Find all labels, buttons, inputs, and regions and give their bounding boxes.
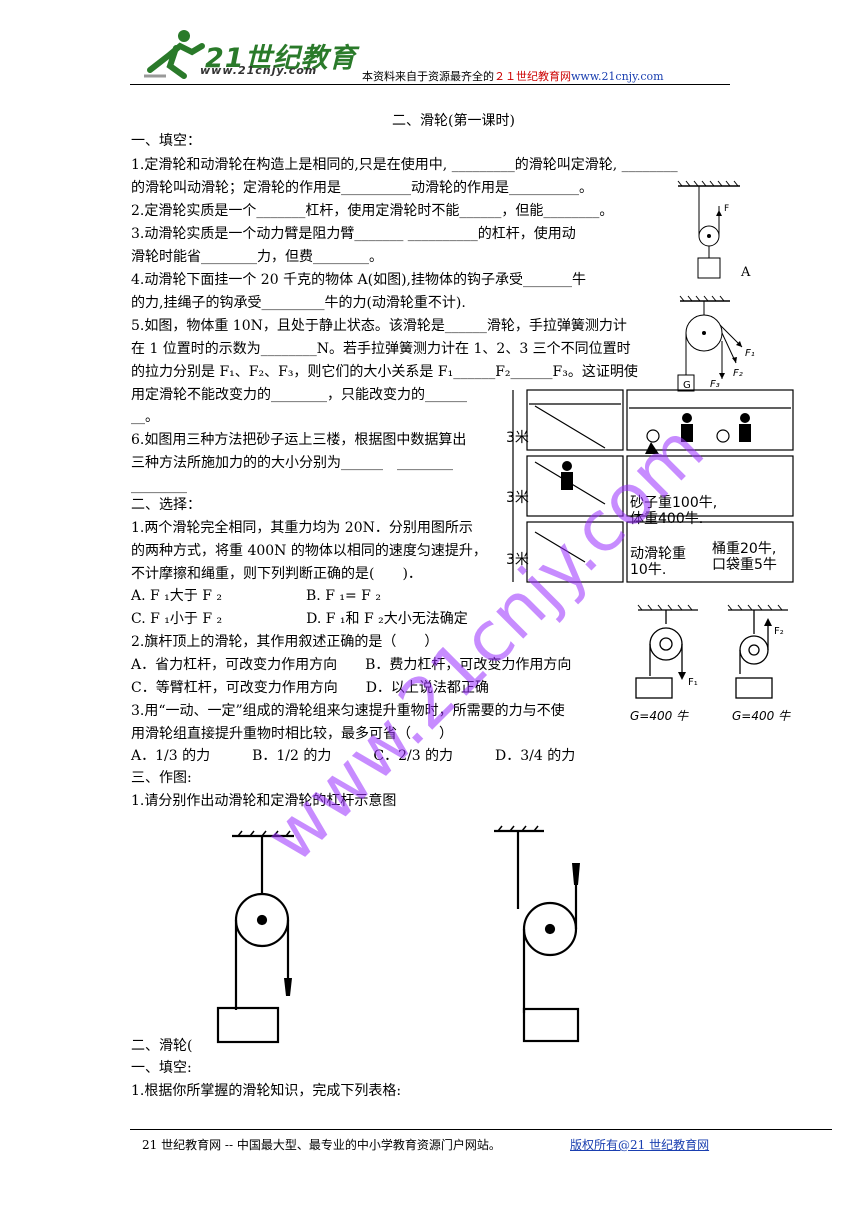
header-prefix: 本资料来自于资源最齐全的 bbox=[362, 70, 494, 83]
movable-pulley-a-diagram bbox=[677, 180, 740, 279]
text-line: 的两种方式，将重 400N 的物体以相同的速度匀速提升， bbox=[131, 543, 487, 559]
text-line: 不计摩擦和绳重，则下列判断正确的是( )． bbox=[131, 566, 422, 582]
bag-weight-label: 口袋重5牛 bbox=[712, 557, 777, 573]
weight-g-label: G bbox=[683, 380, 691, 391]
text-line: 滑轮时能省________力，但费________。 bbox=[131, 249, 383, 265]
text-line: 的滑轮叫动滑轮；定滑轮的作用是__________动滑轮的作用是________… bbox=[131, 180, 593, 196]
text-line: 的拉力分别是 F₁、F₂、F₃，则它们的大小关系是 F₁______F₂____… bbox=[131, 364, 638, 380]
text-line: 的力,挂绳子的钩承受_________牛的力(动滑轮重不计). bbox=[131, 295, 466, 311]
option-line: A．1/3 的力 B．1/2 的力 C．2/3 的力 D．3/4 的力 bbox=[131, 748, 576, 764]
text-line: 6.如图用三种方法把砂子运上三楼，根据图中数据算出 bbox=[131, 432, 467, 448]
footer-text: 21 世纪教育网 -- 中国最大型、最专业的中小学教育资源门户网站。 bbox=[142, 1138, 501, 1152]
three-methods-diagram bbox=[512, 389, 794, 583]
text-line: 2.定滑轮实质是一个_______杠杆，使用定滑轮时不能______，但能___… bbox=[131, 203, 614, 219]
text-line: 3.用“一动、一定”组成的滑轮组来匀速提升重物时，所需要的力与不使 bbox=[131, 703, 565, 719]
text-line: 1.定滑轮和动滑轮在构造上是相同的,只是在使用中, _________的滑轮叫定… bbox=[131, 157, 678, 173]
bucket-weight-label: 桶重20牛, bbox=[712, 541, 777, 557]
section-heading: 一、填空: bbox=[131, 1060, 192, 1076]
force-f1-label: F₁ bbox=[688, 677, 698, 688]
movable-pulley-drawing bbox=[216, 830, 294, 1044]
floor-height-label: 3米 bbox=[506, 430, 529, 446]
force-f2-label: F₂ bbox=[774, 626, 784, 637]
force-f1-label: F₁ bbox=[745, 348, 755, 359]
option-line: A. F ₁大于 F ₂ B. F ₁= F ₂ bbox=[131, 588, 381, 604]
pulley-weight-label: 动滑轮重 bbox=[630, 546, 686, 562]
option-line: A．省力杠杆，可改变力作用方向 B．费力杠杆，可改变力作用方向 bbox=[131, 657, 572, 673]
footer-divider bbox=[130, 1129, 832, 1130]
text-line: 用滑轮组直接提升重物时相比较，最多可省（ ） bbox=[131, 726, 453, 742]
text-line: 用定滑轮不能改变力的________，只能改变力的______ bbox=[131, 387, 467, 403]
text-line: 4.动滑轮下面挂一个 20 千克的物体 A(如图),挂物体的钩子承受______… bbox=[131, 272, 587, 288]
option-line: C. F ₁小于 F ₂ D. F ₁和 F ₂大小无法确定 bbox=[131, 611, 468, 627]
fixed-pulley-drawing bbox=[494, 825, 580, 1043]
logo-url-text: www.21cnjy.com bbox=[200, 64, 318, 77]
header-url-link[interactable]: www.21cnjy.com bbox=[571, 70, 664, 83]
pulley-weight-value: 10牛. bbox=[630, 562, 667, 578]
logo-main-text: 21世纪教育 bbox=[205, 43, 357, 74]
section-heading: 二、滑轮( bbox=[131, 1038, 193, 1054]
object-a-label: A bbox=[741, 265, 751, 280]
two-pulley-ways-diagram bbox=[635, 604, 788, 699]
force-f3-label: F₃ bbox=[710, 379, 720, 390]
text-line: 2.旗杆顶上的滑轮，其作用叙述正确的是（ ） bbox=[131, 634, 439, 650]
fixed-pulley-forces-diagram bbox=[677, 295, 743, 392]
text-line: 1.两个滑轮完全相同，其重力均为 20N．分别用图所示 bbox=[131, 520, 473, 536]
text-line: 1.根据你所掌握的滑轮知识，完成下列表格: bbox=[131, 1083, 402, 1099]
text-line: 3.动滑轮实质是一个动力臂是阻力臂_______ __________的杠杆，使… bbox=[131, 226, 576, 242]
text-line: 三种方法所施加力的的大小分别为______ ________ bbox=[131, 455, 453, 471]
sand-weight-label: 砂子重100牛, bbox=[630, 495, 718, 511]
option-line: C．等臂杠杆，可改变力作用方向 D．以上说法都正确 bbox=[131, 680, 489, 696]
text-line: ________ bbox=[131, 478, 187, 494]
page-title: 二、滑轮(第一课时) bbox=[392, 113, 515, 129]
section-heading: 三、作图: bbox=[131, 770, 192, 786]
weight-g2-label: G=400 牛 bbox=[732, 709, 791, 723]
runner-logo-icon bbox=[144, 30, 205, 79]
header-brand[interactable]: ２１世纪教育网 bbox=[494, 70, 571, 83]
floor-height-label: 3米 bbox=[506, 552, 529, 568]
header-text: 本资料来自于资源最齐全的２１世纪教育网www.21cnjy.com bbox=[362, 68, 664, 84]
body-weight-label: 体重400牛. bbox=[630, 511, 704, 527]
text-line: 1.请分别作出动滑轮和定滑轮的杠杆示意图 bbox=[131, 793, 397, 809]
section-heading: 二、选择： bbox=[131, 497, 201, 513]
text-line: __。 bbox=[131, 409, 159, 425]
force-f-label: F bbox=[724, 204, 730, 214]
text-line: 在 1 位置时的示数为________N。若手拉弹簧测力计在 1、2、3 三个不… bbox=[131, 341, 631, 357]
text-line: 一、填空： bbox=[131, 133, 201, 149]
header-divider bbox=[130, 84, 730, 85]
floor-height-label: 3米 bbox=[506, 490, 529, 506]
force-f2-label: F₂ bbox=[733, 368, 743, 379]
text-line: 5.如图，物体重 10N，且处于静止状态。该滑轮是______滑轮，手拉弹簧测力… bbox=[131, 318, 627, 334]
footer-copyright-link[interactable]: 版权所有@21 世纪教育网 bbox=[570, 1138, 710, 1152]
weight-g1-label: G=400 牛 bbox=[630, 709, 689, 723]
